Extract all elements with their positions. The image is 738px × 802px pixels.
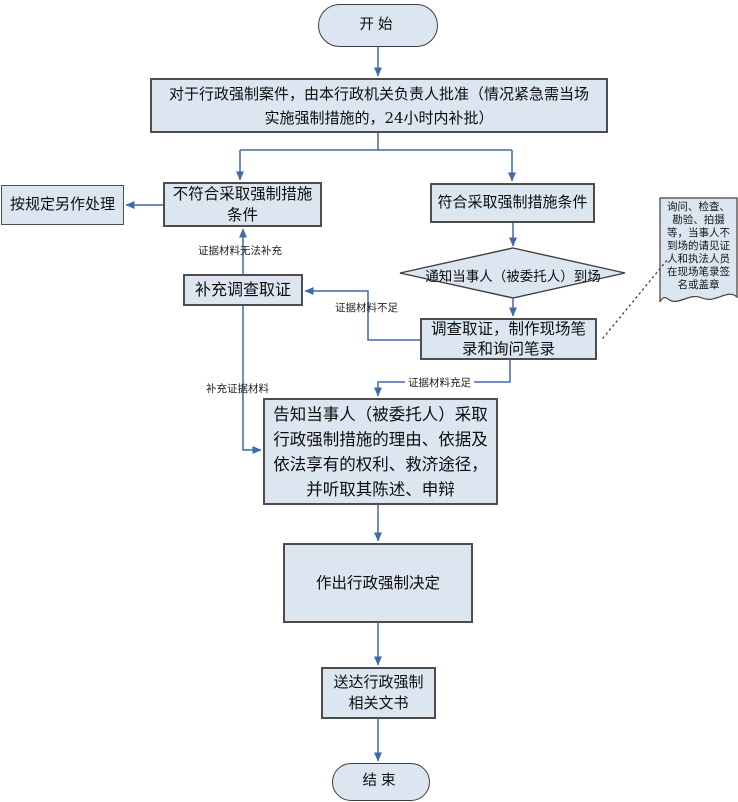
supplement-label: 补充调查取证 (194, 280, 291, 300)
decide-label: 作出行政强制决定 (315, 573, 440, 592)
end-label: 结束 (362, 773, 400, 790)
edge-label-insufficient: 证据材料不足 (335, 302, 398, 314)
not-qualified-node: 不符合采取强制措施条件 (163, 182, 322, 227)
note-document-shape (659, 197, 738, 303)
note-document-label: 询问、检查、勘验、拍摄等，当事人不到场的请见证人和执法人员在现场笔录签名或盖章 (667, 201, 730, 291)
investigate-node: 调查取证，制作现场笔录和询问笔录 (420, 318, 597, 360)
edge-label-cannot-supplement: 证据材料无法补充 (198, 245, 282, 257)
edge-supplement-to-inform (242, 306, 262, 454)
start-node: 开始 (318, 4, 438, 47)
inform-label: 告知当事人（被委托人）采取行政强制措施的理由、依据及依法享有的权利、救济途径，并… (273, 404, 488, 499)
other-handling-label: 按规定另作处理 (9, 195, 115, 214)
supplement-node: 补充调查取证 (183, 274, 303, 306)
approval-node: 对于行政强制案件，由本行政机关负责人批准（情况紧急需当场实施强制措施的，24小时… (150, 78, 608, 133)
edge-note-dotted (602, 258, 669, 339)
not-qualified-label: 不符合采取强制措施条件 (172, 184, 313, 224)
notify-diamond-label: 通知当事人（被委托人）到场 (425, 269, 601, 285)
inform-node: 告知当事人（被委托人）采取行政强制措施的理由、依据及依法享有的权利、救济途径，并… (263, 398, 498, 505)
deliver-node: 送达行政强制相关文书 (321, 667, 436, 719)
edge-investigate-to-supplement (304, 287, 420, 341)
approval-label: 对于行政强制案件，由本行政机关负责人批准（情况紧急需当场实施强制措施的，24小时… (168, 84, 589, 127)
other-handling-node: 按规定另作处理 (1, 185, 124, 225)
qualified-label: 符合采取强制措施条件 (437, 193, 588, 212)
decide-node: 作出行政强制决定 (283, 543, 473, 623)
investigate-label: 调查取证，制作现场笔录和询问笔录 (430, 320, 586, 358)
edge-label-sufficient: 证据材料充足 (405, 375, 474, 390)
deliver-label: 送达行政强制相关文书 (333, 673, 424, 712)
end-node: 结束 (332, 763, 430, 801)
start-label: 开始 (359, 16, 397, 33)
qualified-node: 符合采取强制措施条件 (430, 183, 595, 223)
edge-label-supplement-materials: 补充证据材料 (206, 383, 269, 395)
